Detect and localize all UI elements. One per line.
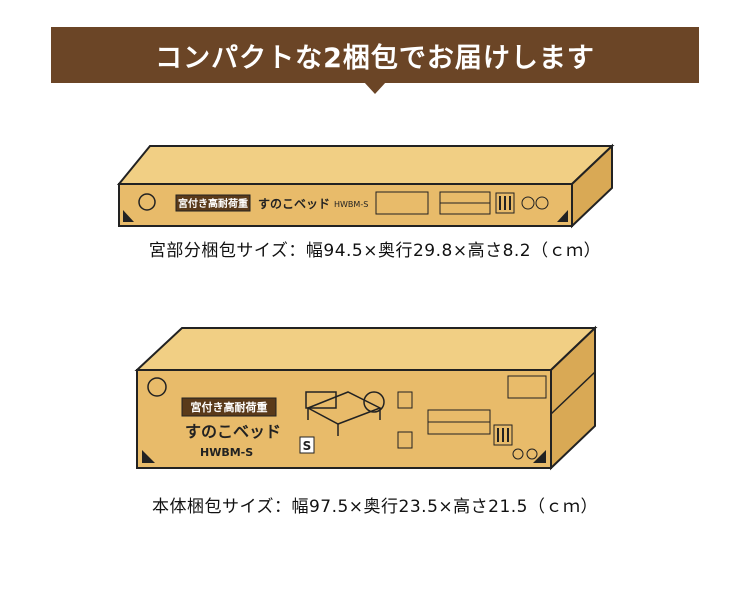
banner-title: コンパクトな2梱包でお届けします: [155, 42, 595, 74]
box2-size-mark: S: [303, 439, 312, 453]
box1-info-table: [375, 191, 429, 215]
body-box-illustration: 宮付き高耐荷重 すのこベッド HWBM-S S: [134, 325, 598, 471]
box2-info-icon: [397, 431, 413, 449]
box2-barcode: [493, 424, 513, 446]
box1-tag: 宮付き高耐荷重: [178, 197, 248, 210]
box1-eco-icon: [535, 196, 549, 210]
box2-logo: [147, 377, 167, 397]
bed-illustration: [305, 391, 382, 436]
box2-corner-mark-right: [533, 450, 546, 463]
title-banner: コンパクトな2梱包でお届けします: [51, 27, 699, 83]
box2-side-label: [507, 375, 547, 399]
box1-model: HWBM-S: [334, 200, 368, 209]
box1-recycle-icon: [521, 196, 535, 210]
box2-recycle-icon: [512, 448, 524, 460]
box1-corner-mark-right: [557, 210, 568, 222]
box2-corner-mark-left: [142, 450, 155, 463]
box2-product: すのこベッド: [185, 422, 281, 441]
box1-corner-mark-left: [123, 210, 134, 222]
box2-front: [136, 369, 552, 469]
body-box-caption: 本体梱包サイズ：幅97.5×奥行23.5×高さ21.5（ｃｍ）: [151, 497, 599, 517]
box2-weight-icon: [363, 391, 385, 413]
banner-pointer: [364, 82, 386, 94]
box1-top: [116, 145, 615, 185]
box2-tag-bg: [181, 397, 277, 417]
box2-eco-icon: [526, 448, 538, 460]
box1-logo: [138, 193, 156, 211]
box2-model: HWBM-S: [200, 446, 253, 459]
box1-product: すのこベッド: [258, 197, 330, 211]
headboard-box-illustration: 宮付き高耐荷重 すのこベッド HWBM-S: [116, 143, 615, 229]
box2-handling-icon: [397, 391, 413, 409]
box2-top: [134, 327, 598, 371]
box1-barcode: [495, 192, 515, 214]
headboard-box-caption: 宮部分梱包サイズ：幅94.5×奥行29.8×高さ8.2（ｃｍ）: [148, 241, 602, 261]
box1-tag-bg: [175, 194, 251, 212]
box2-size-badge: [299, 436, 315, 454]
box2-tag: 宮付き高耐荷重: [191, 400, 268, 414]
